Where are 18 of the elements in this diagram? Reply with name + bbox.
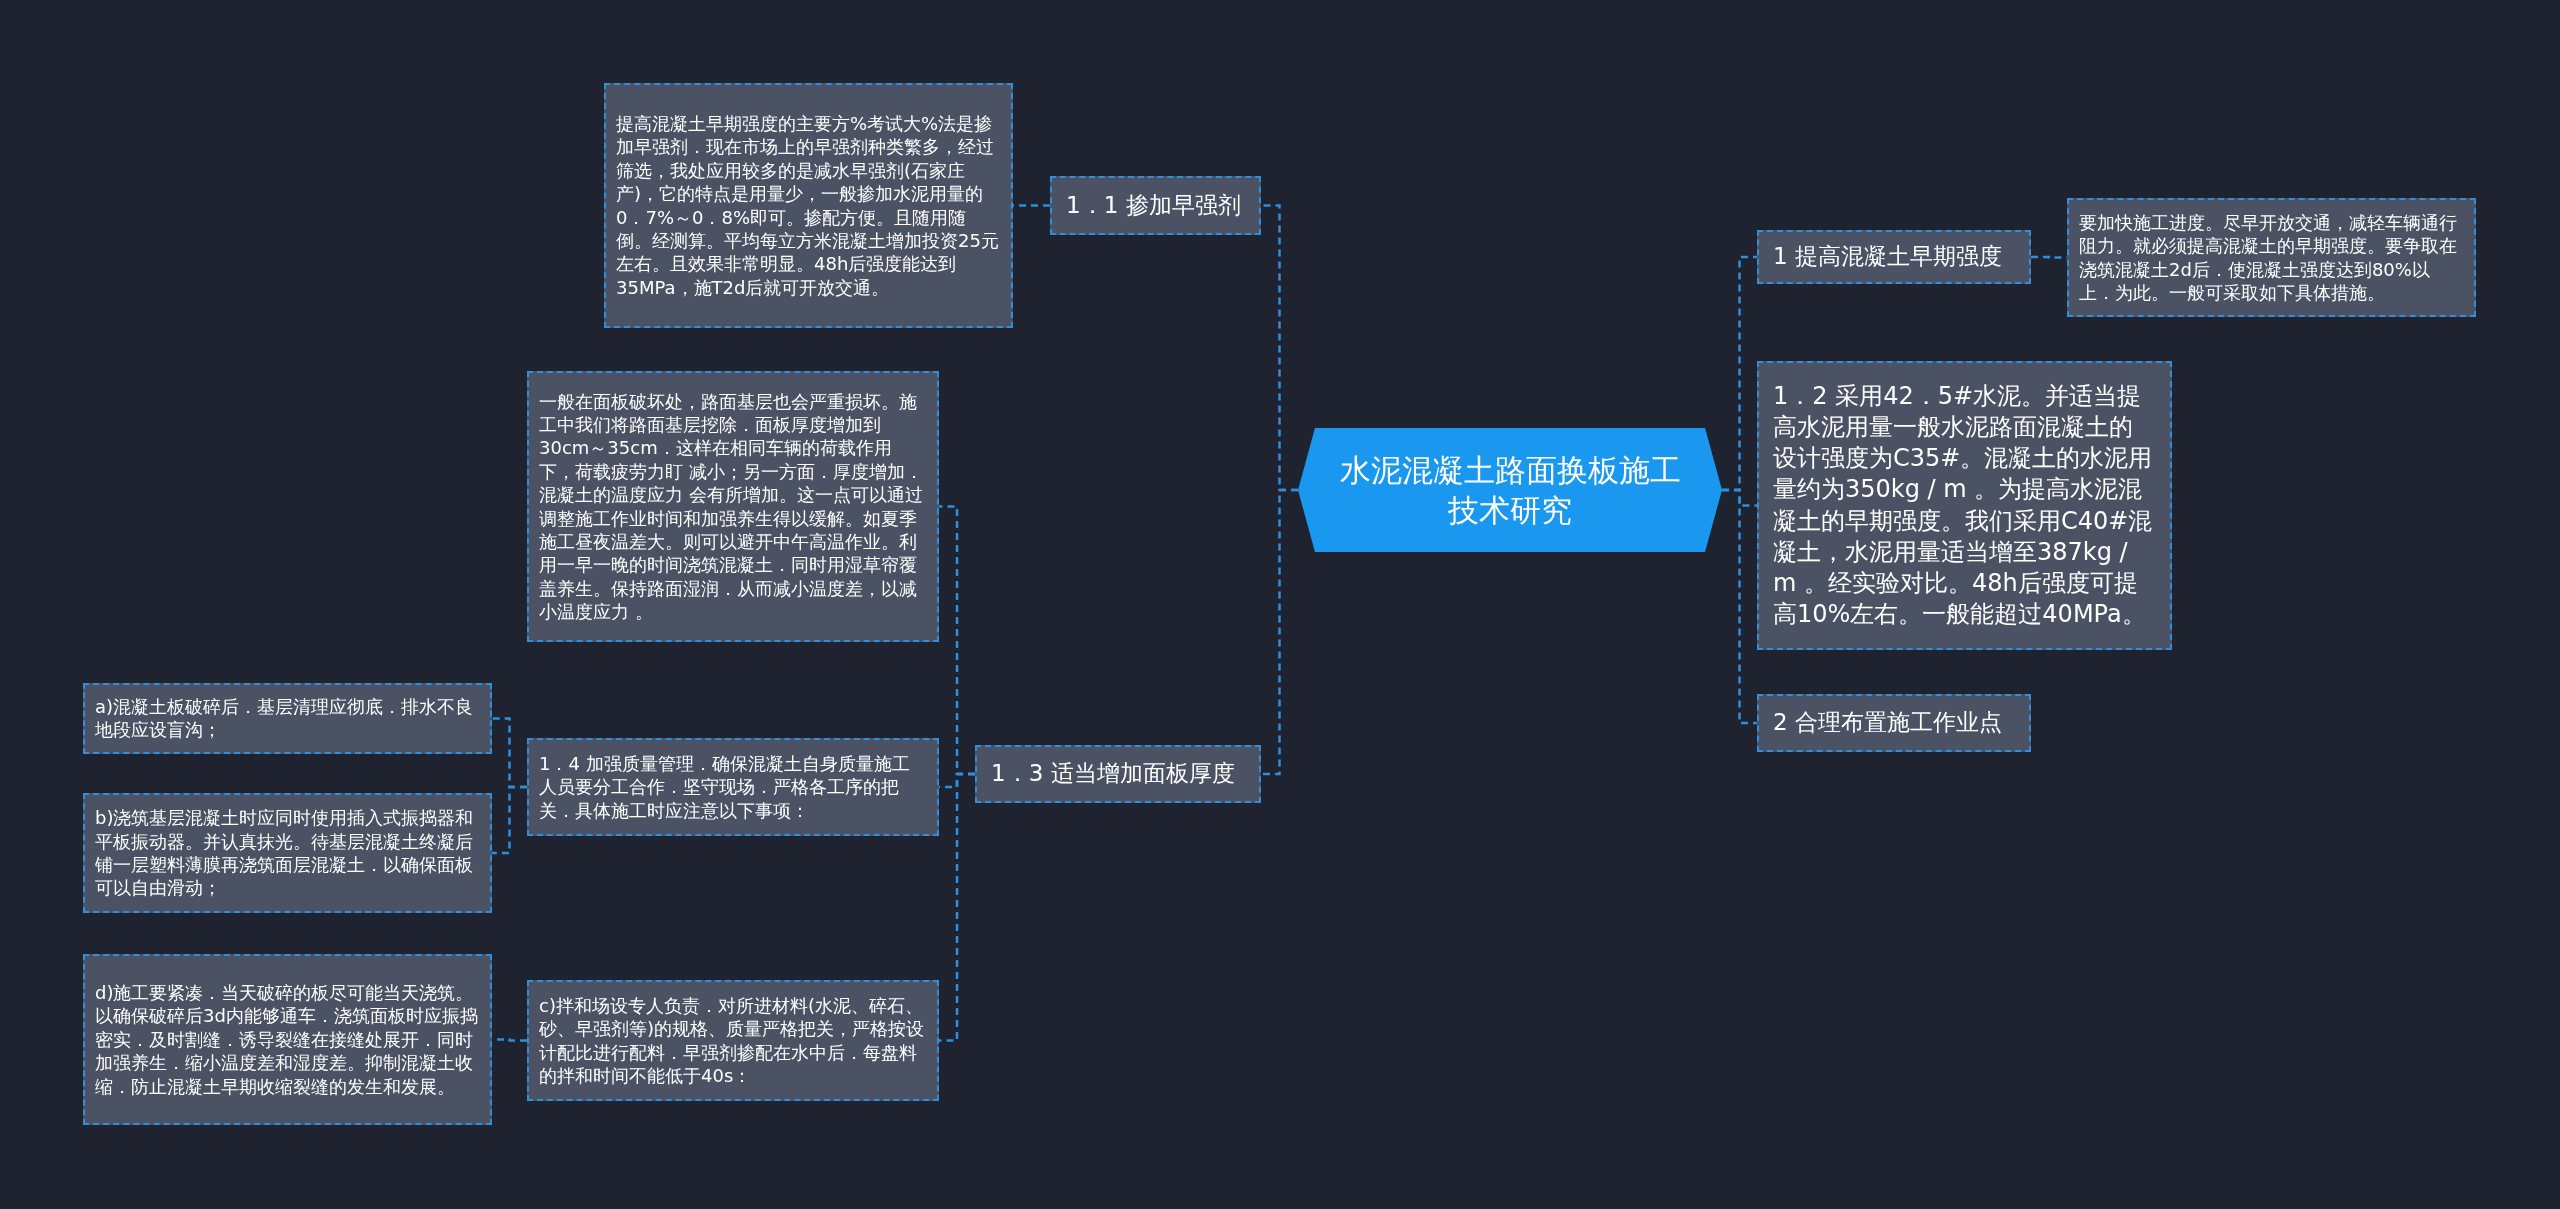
topic-box: b)浇筑基层混凝土时应同时使用插入式振捣器和平板振动器。并认真抹光。待基层混凝土终凝后铺一层塑料薄膜再浇筑面层混凝土．以确保面板可以自由滑动；: [83, 793, 492, 913]
connector-line: [492, 785, 527, 855]
connector-line: [1261, 488, 1298, 776]
topic-box: 2 合理布置施工作业点: [1757, 694, 2031, 752]
topic-box: 提高混凝土早期强度的主要方%考试大%法是掺加早强剂．现在市场上的早强剂种类繁多，经过筛选，我处应用较多的是减水早强剂(石家庄产)，它的特点是用量少，一般掺加水泥用量的0．7%～0．8%即可。掺配方便。且随用随倒。经测算。平均每立方米混凝土增加投资25元左右。且效果非常明显。48h后强度能达到35MPa，施T2d后就可开放交通。: [604, 83, 1013, 328]
topic-box: c)拌和场设专人负责．对所进材料(水泥、碎石、砂、早强剂等)的规格、质量严格把关，严格按设计配比进行配料．早强剂掺配在水中后．每盘料的拌和时间不能低于40s：: [527, 980, 939, 1101]
topic-box: d)施工要紧凑．当天破碎的板尽可能当天浇筑。以确保破碎后3d内能够通车．浇筑面板时应振捣密实．及时割缝．诱导裂缝在接缝处展开．同时加强养生．缩小温度差和湿度差。抑制混凝土收缩．防止混凝土早期收缩裂缝的发生和发展。: [83, 954, 492, 1125]
connector-line: [939, 772, 975, 1042]
topic-box: 1 提高混凝土早期强度: [1757, 230, 2031, 284]
topic-box: 1．2 采用42．5#水泥。并适当提高水泥用量一般水泥路面混凝土的设计强度为C35#。混凝土的水泥用量约为350kg / m 。为提高水泥混凝土的早期强度。我们采用C40#混凝土，水泥用量适当增至387kg / m 。经实验对比。48h后强度可提高10%左右。一般能超过40MPa。: [1757, 361, 2172, 650]
connector-line: [1722, 488, 1757, 725]
topic-box: 一般在面板破坏处，路面基层也会严重损坏。施工中我们将路面基层挖除．面板厚度增加到30cm～35cm．这样在相同车辆的荷载作用下，荷载疲劳力盯 减小；另一方面．厚度增加．混凝土的温度应力 会有所增加。这一点可以通过调整施工作业时间和加强养生得以缓解。如夏季施工昼夜温差大。则可以避开中午高温作业。利用一早一晚的时间浇筑混凝土．同时用湿草帘覆盖养生。保持路面湿润．从而减小温度差，以减小温度应力 。: [527, 371, 939, 642]
topic-box: 1．1 掺加早强剂: [1050, 176, 1261, 235]
central-topic: 水泥混凝土路面换板施工技术研究: [1298, 428, 1722, 552]
topic-box: 1．4 加强质量管理．确保混凝土自身质量施工人员要分工合作．坚守现场．严格各工序的把关．具体施工时应注意以下事项：: [527, 738, 939, 837]
topic-box: 要加快施工进度。尽早开放交通，减轻车辆通行阻力。就必须提高混凝土的早期强度。要争取在浇筑混凝土2d后．使混凝土强度达到80%以上．为此。一般可采取如下具体措施。: [2067, 198, 2476, 317]
topic-box: a)混凝土板破碎后．基层清理应彻底．排水不良地段应设盲沟；: [83, 683, 492, 754]
topic-box: 1．3 适当增加面板厚度: [975, 745, 1261, 803]
